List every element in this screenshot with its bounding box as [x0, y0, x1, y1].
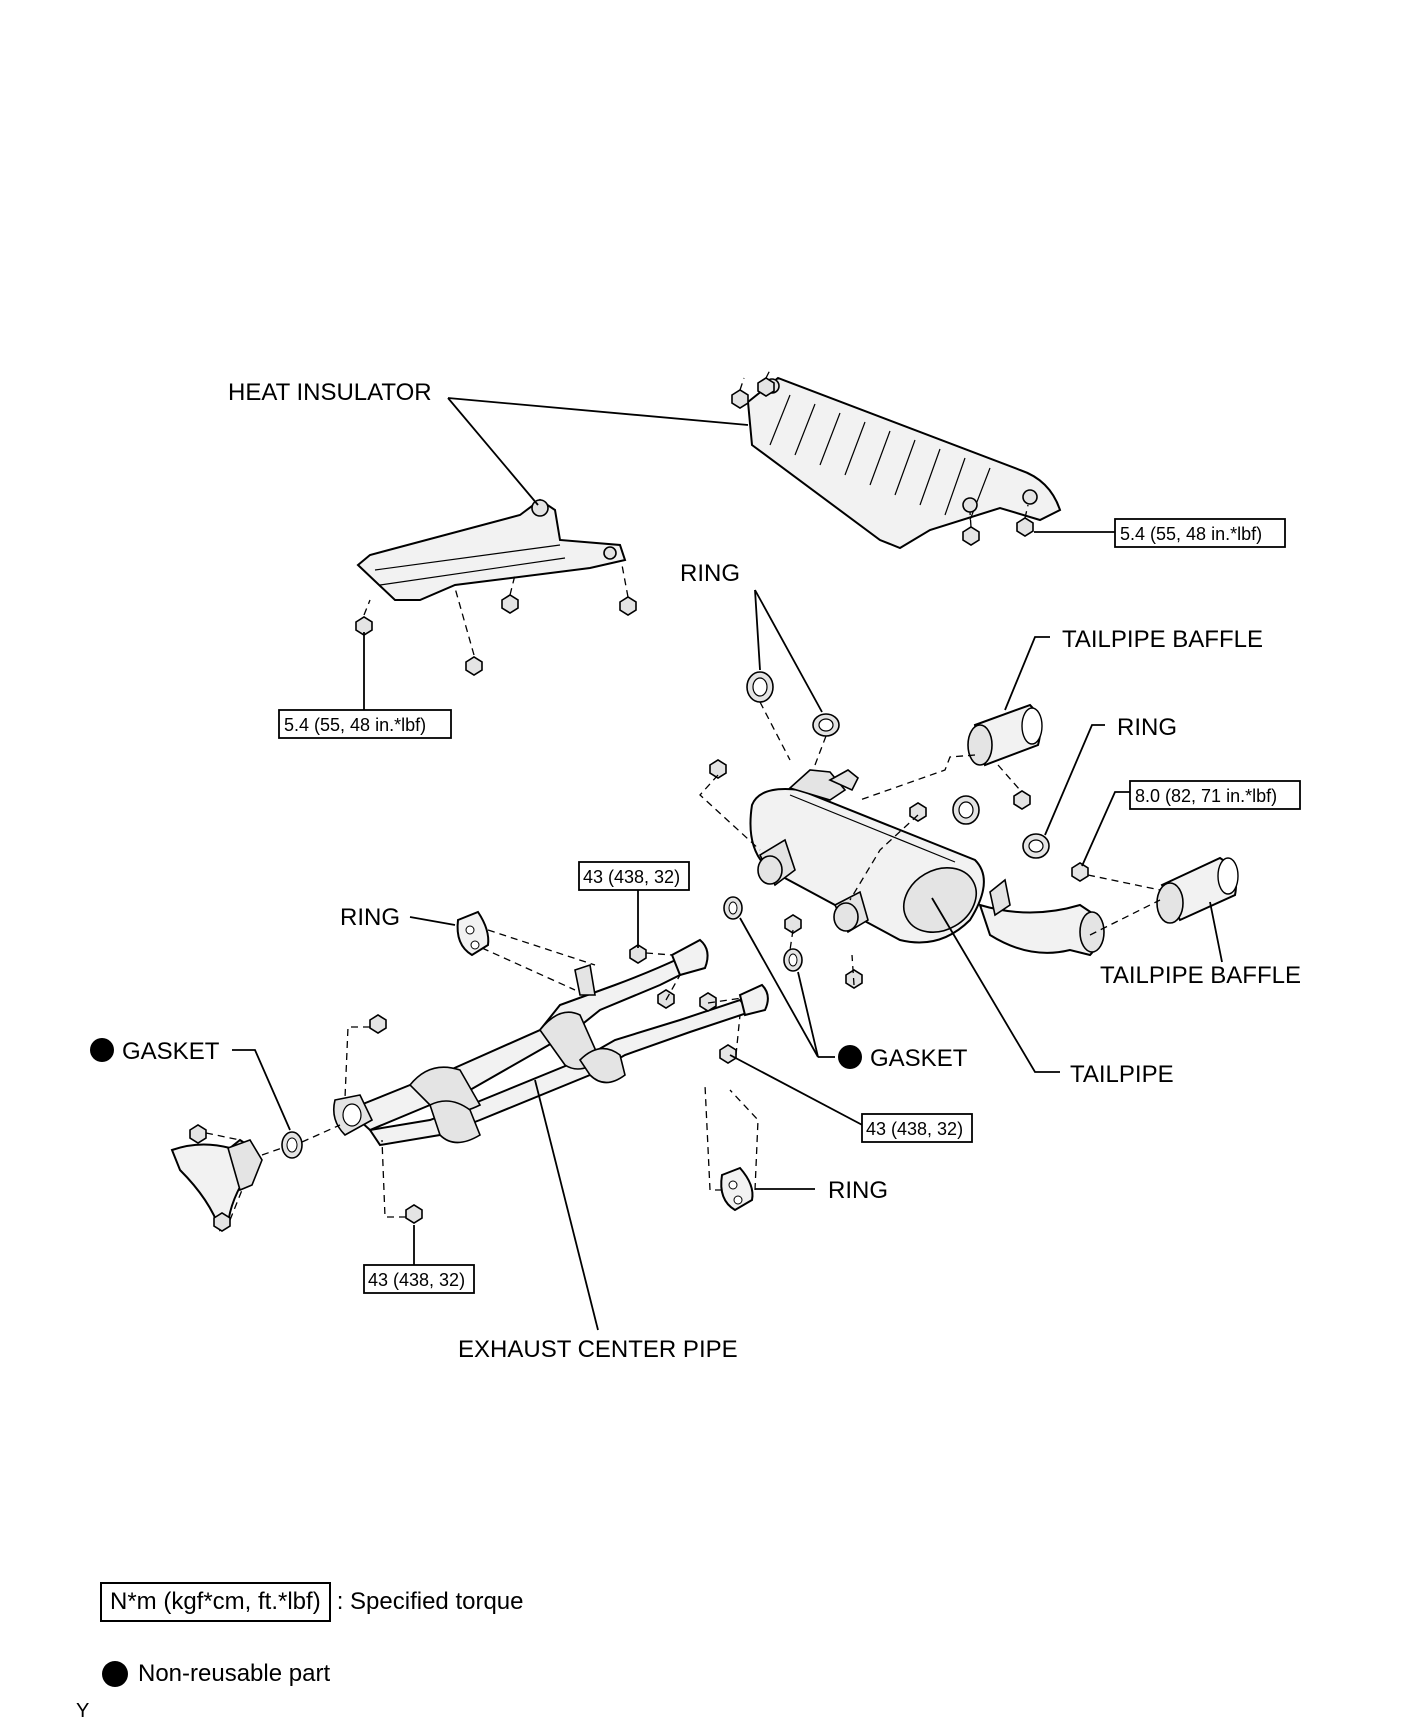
center-pipe-bolts	[344, 944, 743, 1224]
heat-insulator-label: HEAT INSULATOR	[228, 379, 432, 406]
non-reusable-marker-gasket-center	[838, 1045, 862, 1069]
ring-bottom-label: RING	[828, 1177, 888, 1204]
torque-tailpipe-baffle: 8.0 (82, 71 in.*lbf)	[1135, 786, 1277, 806]
gasket-center-label: GASKET	[870, 1045, 968, 1072]
legend-nonreusable-row: Non-reusable part	[102, 1660, 330, 1688]
tailpipe-label: TAILPIPE	[1070, 1061, 1174, 1088]
torque-center-pipe-front: 43 (438, 32)	[368, 1270, 465, 1290]
heat-insulator-lower	[356, 498, 627, 601]
muffler-inlets	[757, 838, 869, 934]
muffler-nuts	[699, 759, 927, 989]
non-reusable-dot-icon	[102, 1661, 128, 1687]
legend-torque-unit: N*m (kgf*cm, ft.*lbf)	[100, 1582, 331, 1622]
legend-torque-row: N*m (kgf*cm, ft.*lbf) : Specified torque	[100, 1582, 524, 1622]
exhaust-center-pipe	[332, 938, 769, 1147]
torque-center-pipe-right: 43 (438, 32)	[866, 1119, 963, 1139]
exhaust-center-pipe-label: EXHAUST CENTER PIPE	[458, 1336, 738, 1363]
legend-torque-desc: : Specified torque	[336, 1588, 524, 1615]
tailpipe-baffle-upper	[967, 703, 1043, 767]
heat-insulator-upper-nuts	[731, 369, 1034, 546]
heat-insulator-upper	[746, 376, 1062, 550]
legend-nonreusable-text: Non-reusable part	[138, 1660, 331, 1687]
torque-center-pipe-upper: 43 (438, 32)	[583, 867, 680, 887]
corner-mark: Y	[76, 1700, 90, 1722]
torque-heat-insulator-right: 5.4 (55, 48 in.*lbf)	[1120, 524, 1262, 544]
hanger-bottom	[704, 1084, 759, 1212]
ring-right-label: RING	[1117, 714, 1177, 741]
ring-top-label: RING	[680, 560, 740, 587]
front-pipe-flange	[170, 1124, 263, 1232]
muffler	[749, 769, 985, 944]
torque-heat-insulator-left: 5.4 (55, 48 in.*lbf)	[284, 715, 426, 735]
hanger-left	[456, 910, 596, 996]
heat-insulator-lower-fasteners	[355, 564, 637, 676]
ring-left-label: RING	[340, 904, 400, 931]
tailpipe-baffle-bottom-label: TAILPIPE BAFFLE	[1100, 962, 1301, 989]
gasket-left-label: GASKET	[122, 1038, 220, 1065]
non-reusable-marker-gasket-left	[90, 1038, 114, 1062]
tailpipe-baffle-lower	[1156, 856, 1239, 924]
tailpipe-outlet	[978, 878, 1105, 957]
tailpipe-baffle-top-label: TAILPIPE BAFFLE	[1062, 626, 1263, 653]
